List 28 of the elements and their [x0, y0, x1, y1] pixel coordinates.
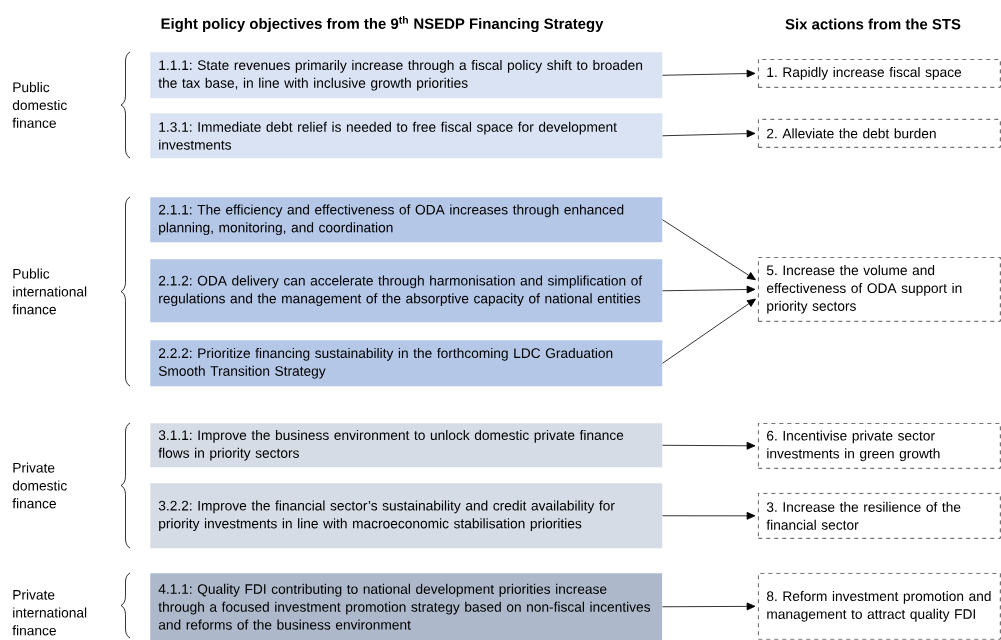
action-box: 8. Reform investment promotion and management to attract quality FDI	[758, 573, 1001, 640]
action-box: 3. Increase the resilience of the financial sector	[758, 493, 1001, 539]
objective-box: 2.1.2: ODA delivery can accelerate through harmonisation and simplification of regulations and the management of the absorptive capacity of national entities	[150, 259, 663, 323]
group-label: Public international finance	[12, 268, 87, 315]
action-box: 2. Alleviate the debt burden	[758, 119, 1001, 148]
arrow	[662, 285, 756, 294]
arrow	[662, 602, 756, 611]
group-label: Private domestic finance	[12, 462, 67, 509]
column-heading: Eight policy objectives from the 9$^{th}$ NSEDP Financing Strategy	[161, 16, 604, 32]
objective-box: 3.1.1: Improve the business environment to unlock domestic private finance flows in priority sectors	[150, 423, 663, 468]
group-label: Private international finance	[12, 589, 87, 636]
objective-box: 2.1.1: The efficiency and effectiveness of ODA increases through enhanced planning, monitoring, and coordination	[150, 197, 663, 243]
arrow	[662, 219, 756, 281]
arrow	[662, 441, 756, 450]
arrow	[662, 129, 756, 138]
objective-box: 3.2.2: Improve the financial sector’s sustainability and credit availability for priority investments in line with macroeconomic stabilisation priorities	[150, 483, 663, 549]
action-box: 1. Rapidly increase fiscal space	[758, 59, 1001, 88]
objective-box: 4.1.1: Quality FDI contributing to national development priorities increase through a focused investment promotion strategy based on non-fiscal incentives and reforms of the business environment	[150, 573, 663, 640]
arrow	[662, 298, 756, 364]
objective-box: 1.3.1: Immediate debt relief is needed to free fiscal space for development investments	[150, 113, 663, 159]
column-heading: Six actions from the STS	[785, 18, 961, 30]
arrow	[662, 69, 756, 78]
arrow	[662, 511, 756, 520]
action-box: 5. Increase the volume and effectiveness of ODA support in priority sectors	[758, 257, 1001, 322]
objective-box: 2.2.2: Prioritize financing sustainability in the forthcoming LDC Graduation Smooth Transition Strategy	[150, 340, 663, 387]
objective-box: 1.1.1: State revenues primarily increase through a fiscal policy shift to broaden the tax base, in line with inclusive growth priorities	[150, 52, 663, 99]
action-box: 6. Incentivise private sector investments in green growth	[758, 423, 1001, 469]
group-label: Public domestic finance	[12, 82, 67, 128]
